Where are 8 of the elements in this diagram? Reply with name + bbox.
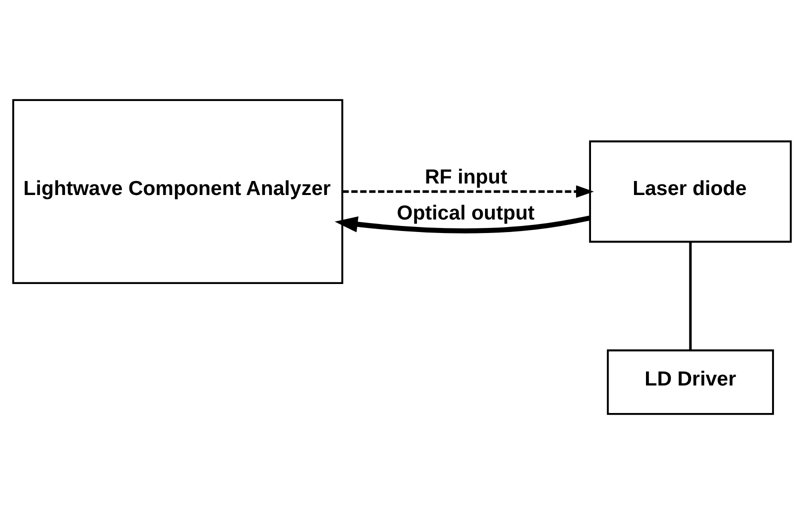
edge-label: Optical output — [396, 202, 535, 224]
edge-label: RF input — [424, 166, 508, 188]
arrow — [334, 215, 590, 233]
node-box: Lightwave Component Analyzer — [12, 98, 344, 284]
node-box: Laser diode — [589, 140, 792, 242]
arrow — [342, 184, 594, 198]
node-box: LD Driver — [606, 348, 774, 414]
connector — [689, 242, 692, 350]
